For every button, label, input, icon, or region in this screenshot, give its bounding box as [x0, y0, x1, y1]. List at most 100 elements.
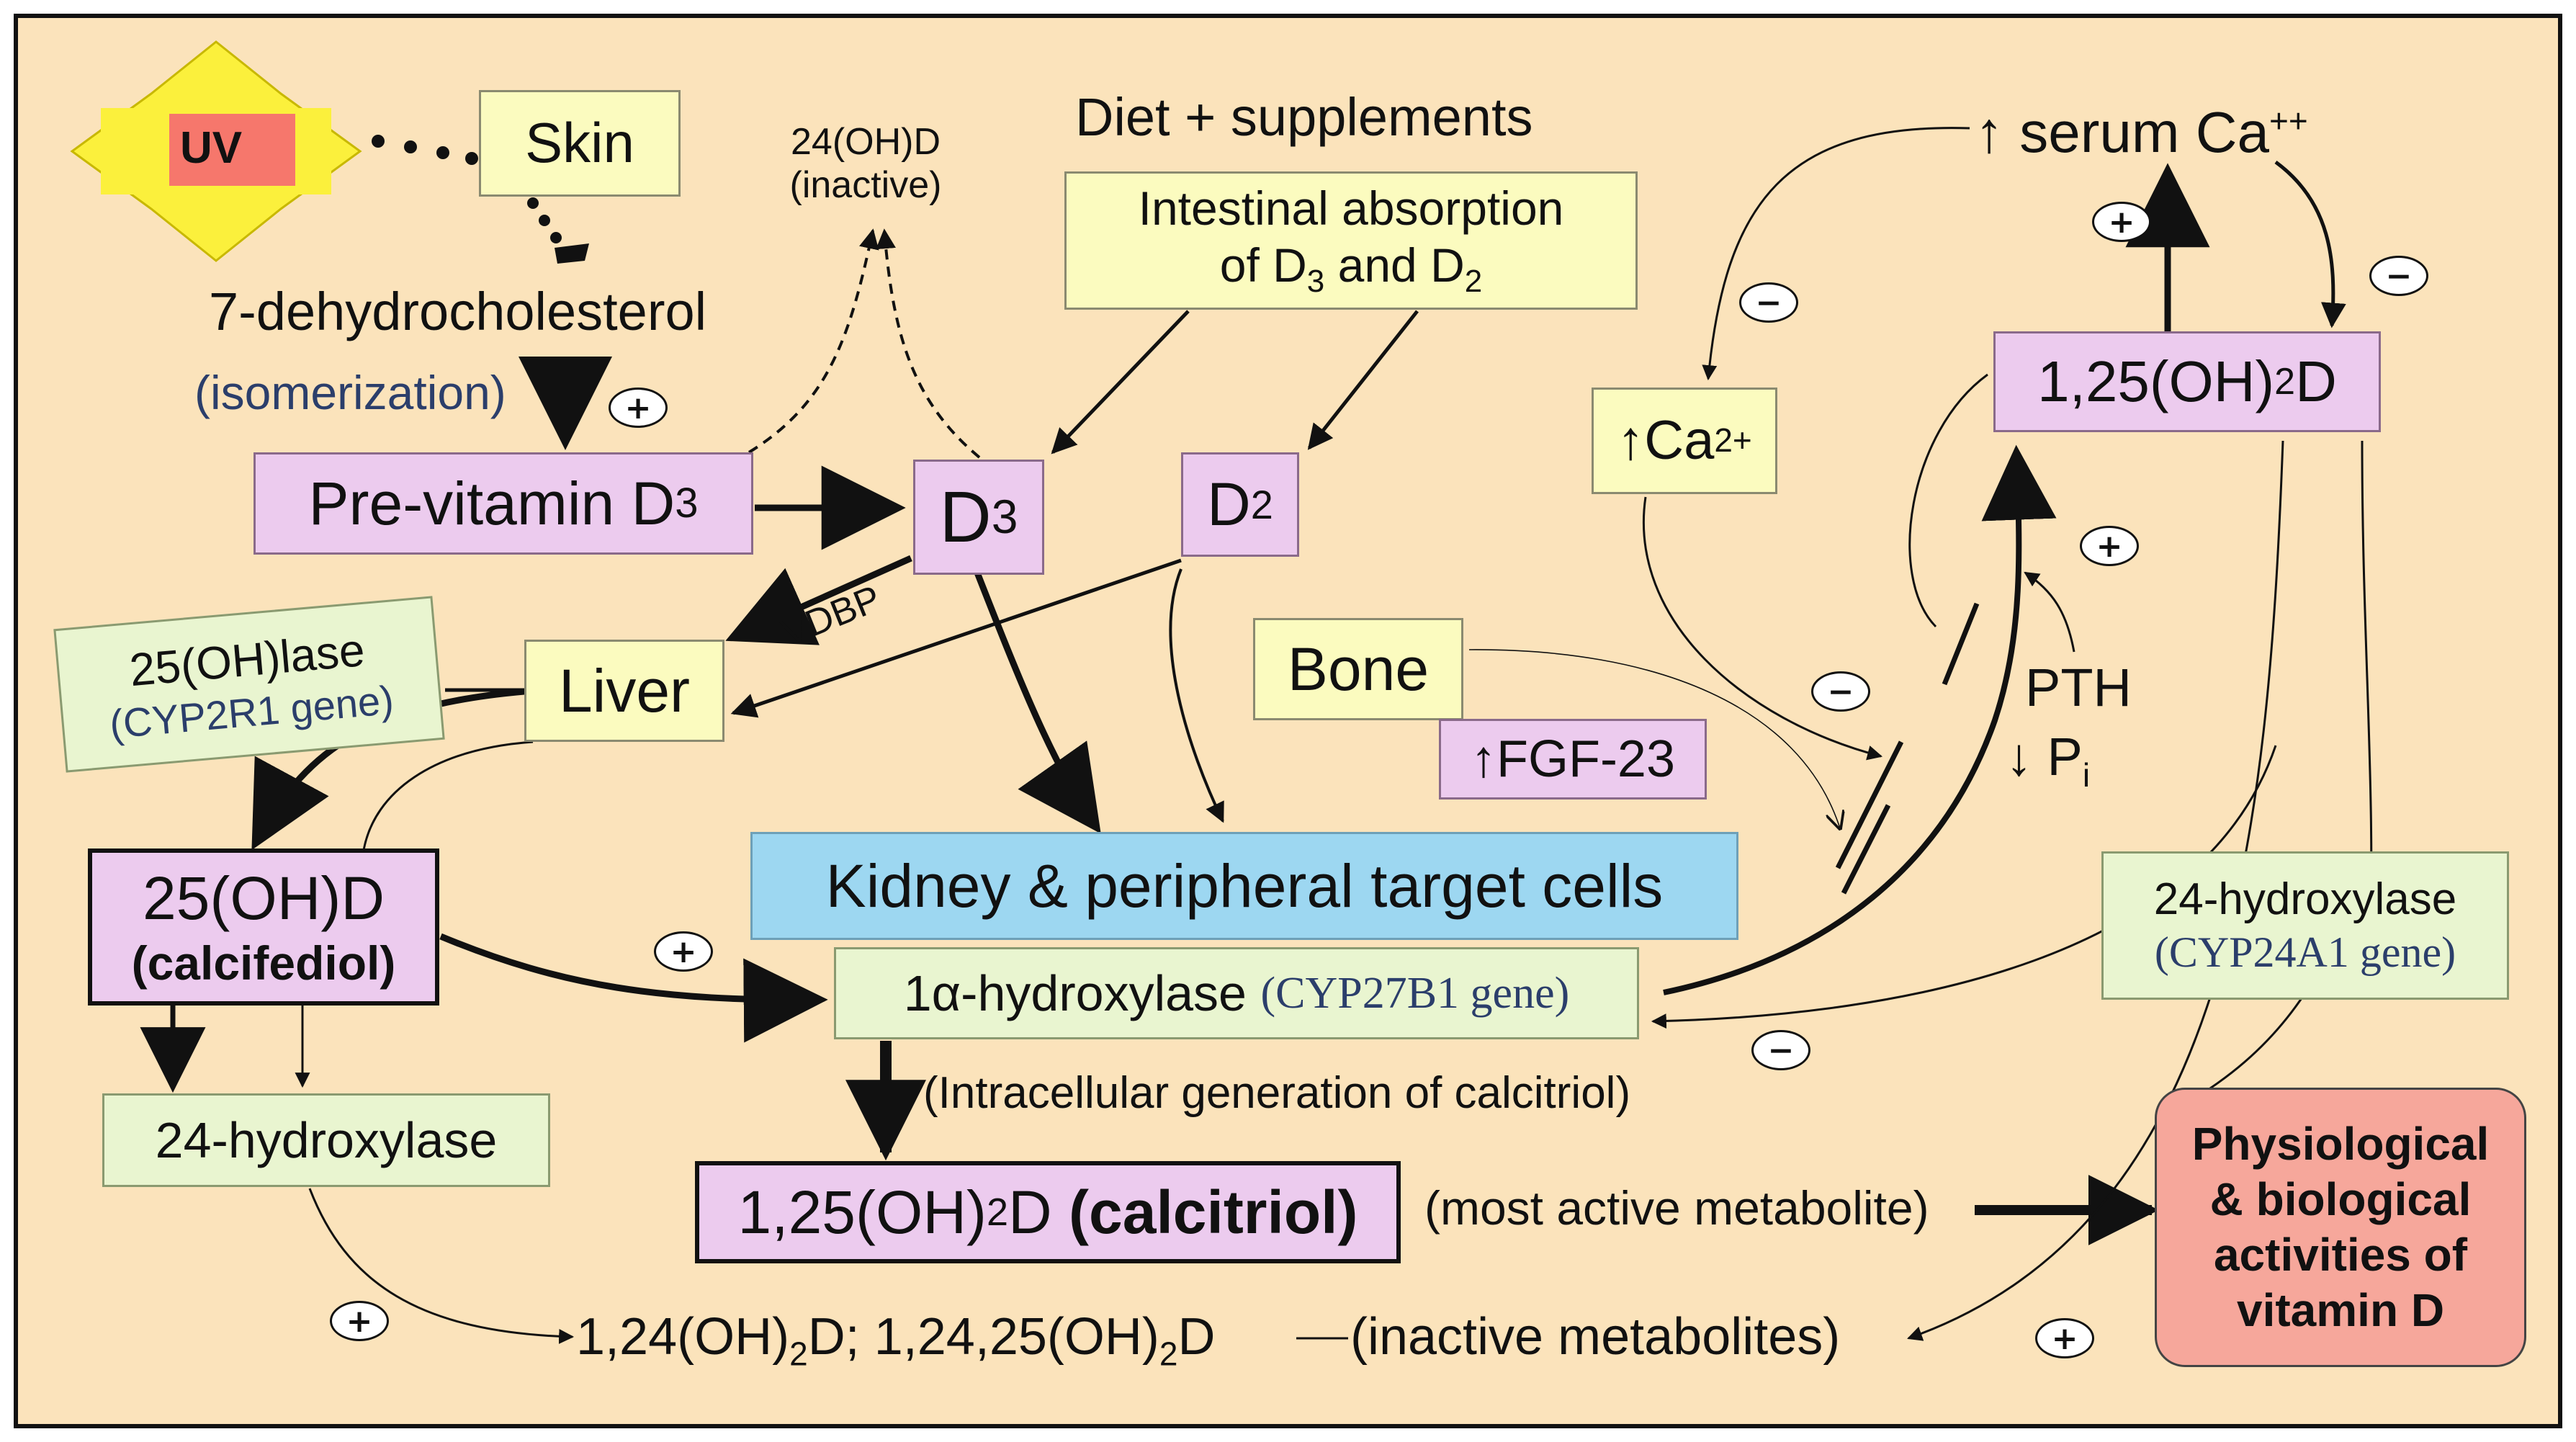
- intestinal-box: Intestinal absorption of D3 and D2: [1064, 171, 1638, 310]
- calcitriol-a: 1,25(OH): [737, 1178, 987, 1246]
- plus-sign-calcifediol: +: [654, 931, 713, 972]
- pi-label: ↓ Pi: [2006, 726, 2090, 794]
- dihydroxy-b: D: [2295, 349, 2337, 413]
- bone-box: Bone: [1253, 618, 1463, 720]
- physio-line2: & biological: [2209, 1173, 2472, 1226]
- previtamin-label: Pre-vitamin D: [308, 469, 676, 537]
- intestinal-line1: Intestinal absorption: [1138, 181, 1564, 235]
- uv-label: UV: [180, 123, 243, 173]
- calcitriol-sub: 2: [986, 1190, 1009, 1234]
- alpha-hydroxylase-label: 1α-hydroxylase: [903, 965, 1247, 1021]
- plus-sign-isomerization: +: [609, 388, 668, 428]
- intestinal-sub2: 2: [1464, 264, 1483, 300]
- fgf23-box: ↑FGF-23: [1439, 719, 1707, 800]
- skin-to-7dhc-dots: [527, 197, 589, 264]
- intestinal-line2: of D3 and D2: [1220, 237, 1482, 301]
- minus-sign-ca2: −: [1739, 282, 1798, 323]
- plus-sign-inactive: +: [2035, 1318, 2094, 1358]
- arrow-24-inactive: [308, 1188, 575, 1344]
- calcitriol-bold: (calcitriol): [1069, 1178, 1358, 1246]
- dashed-previtamin-24oh: [748, 228, 879, 454]
- hydroxylase24-right-box: 24-hydroxylase (CYP24A1 gene): [2101, 851, 2509, 1000]
- serum-ca-sup: ++: [2268, 102, 2308, 140]
- physio-line3: activities of: [2213, 1229, 2468, 1281]
- pi-arrow: ↓ P: [2006, 727, 2083, 787]
- uv-star-shape: [70, 40, 362, 262]
- arrow-bone-blocker: [1468, 649, 1840, 828]
- fgf23-arrow: ↑: [1470, 730, 1496, 788]
- alpha-hydroxylase-box: 1α-hydroxylase (CYP27B1 gene): [834, 947, 1639, 1039]
- minus-sign-serumca: −: [2369, 256, 2428, 296]
- skin-label: Skin: [525, 111, 634, 175]
- plus-sign-serumca: +: [2092, 202, 2151, 242]
- inactive-metabolites-d: (inactive metabolites): [1350, 1308, 1841, 1366]
- inactive-metab-sub2: 2: [1159, 1335, 1178, 1373]
- pi-sub: i: [2082, 756, 2091, 794]
- plus-sign-pth: +: [2080, 526, 2139, 566]
- arrow-serum-ca-ca2: [1702, 127, 1970, 381]
- arrow-serumca-dihydroxy: [2274, 160, 2346, 328]
- arrow-d3-kidney: [972, 568, 1101, 834]
- inactive-metab-sub1: 2: [789, 1335, 808, 1373]
- liver-box: Liver: [524, 640, 724, 742]
- inhibition-bar-2: [1841, 804, 1891, 895]
- physiological-box: Physiological & biological activities of…: [2155, 1088, 2526, 1367]
- kidney-label: Kidney & peripheral target cells: [825, 851, 1664, 920]
- inactive-metab-part2: D; 1,24,25(OH): [807, 1308, 1159, 1366]
- physio-line4: vitamin D: [2236, 1284, 2445, 1336]
- bone-label: Bone: [1287, 635, 1430, 703]
- inhibition-bar-3: [1942, 602, 1980, 686]
- arrow-dihydroxy-alpha: [1651, 745, 2277, 1029]
- hydroxylase24-left-box: 24-hydroxylase: [102, 1093, 550, 1187]
- hydroxylase24-right-line1: 24-hydroxylase: [2153, 874, 2457, 924]
- d2-label: D: [1207, 470, 1251, 539]
- inactive-metab-part3: D: [1177, 1308, 1216, 1366]
- serum-ca-text: ↑ serum Ca: [1975, 100, 2269, 164]
- intestinal-of-d: of D: [1219, 238, 1307, 292]
- d2-sub: 2: [1250, 481, 1273, 527]
- kidney-box: Kidney & peripheral target cells: [750, 832, 1738, 940]
- calcitriol-b: D: [1008, 1178, 1052, 1246]
- arrow-ca-blocker: [1642, 496, 1883, 761]
- isomerization-label: (isomerization): [194, 366, 506, 419]
- 7dhc-label: 7-dehydrocholesterol: [209, 282, 707, 341]
- inactive-24ohd-label: 24(OH)D: [790, 121, 941, 163]
- dashed-d3-24oh: [876, 228, 981, 459]
- d3-sub: 3: [991, 490, 1018, 544]
- minus-sign-blocker: −: [1811, 671, 1870, 712]
- inactive-24ohd-note: (inactive): [789, 164, 942, 206]
- ca2-sup: 2+: [1714, 421, 1752, 460]
- inactive-metabolites-a: 1,24(OH)2D; 1,24,25(OH)2D: [576, 1307, 1215, 1373]
- intestinal-and-d: and D: [1324, 238, 1465, 292]
- hydroxylase24-left-label: 24-hydroxylase: [155, 1112, 498, 1168]
- previtamin-sub: 3: [675, 480, 699, 527]
- arrow-intestinal-d2: [1307, 310, 1419, 450]
- hydroxylase24-right-line2: (CYP24A1 gene): [2154, 928, 2456, 977]
- liver-label: Liver: [558, 656, 691, 725]
- inhibition-bar-1: [1835, 740, 1904, 869]
- diet-label: Diet + supplements: [1075, 87, 1533, 147]
- arrow-alpha-dihydroxy: [1663, 444, 2057, 995]
- skin-box: Skin: [479, 90, 681, 197]
- fgf23-label: FGF-23: [1496, 730, 1676, 788]
- line-curve-mid: [1908, 373, 1988, 628]
- uv-to-skin-dots: [372, 135, 478, 165]
- dihydroxy-a: 1,25(OH): [2037, 349, 2275, 413]
- ca2-arrow: ↑: [1617, 410, 1645, 472]
- arrow-calcifediol-alpha: [439, 933, 828, 1043]
- inactive-24ohd: 24(OH)D (inactive): [758, 121, 974, 207]
- arrow-pth-up: [2024, 571, 2075, 653]
- pth-label: PTH: [2025, 658, 2132, 717]
- alpha-gene-label: (CYP27B1 gene): [1260, 968, 1570, 1018]
- most-active-label: (most active metabolite): [1424, 1181, 1929, 1235]
- arrow-intestinal-d3: [1051, 310, 1190, 454]
- plus-sign-24hydroxylase: +: [330, 1301, 389, 1341]
- arrow-d2-liver: [730, 558, 1182, 718]
